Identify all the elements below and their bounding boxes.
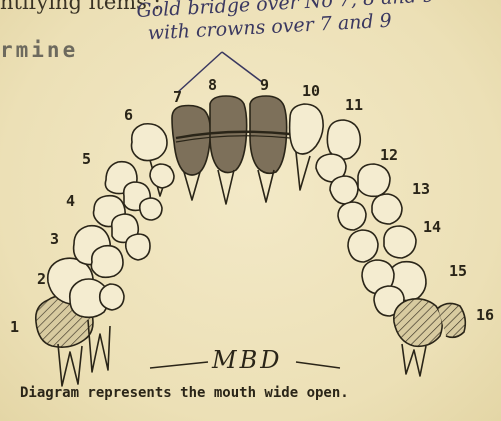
tooth-label-6: 6 xyxy=(124,106,133,124)
examiner-initials: MBD xyxy=(212,346,282,374)
tooth-10 xyxy=(290,104,324,154)
tooth-6 xyxy=(132,124,168,161)
tooth-label-1: 1 xyxy=(10,318,19,336)
tooth-16 xyxy=(394,299,442,346)
tooth-3b xyxy=(91,246,123,278)
tooth-label-9: 9 xyxy=(260,76,269,94)
tooth-label-14: 14 xyxy=(423,218,441,236)
diagram-caption: Diagram represents the mouth wide open. xyxy=(20,385,349,401)
tooth-label-2: 2 xyxy=(37,270,46,288)
tooth-13 xyxy=(372,194,402,224)
tooth-1-root xyxy=(58,344,82,386)
tooth-14 xyxy=(384,226,416,258)
tooth-11 xyxy=(327,120,360,159)
tooth-12 xyxy=(358,164,390,196)
tooth-label-13: 13 xyxy=(412,180,430,198)
tooth-8 xyxy=(210,96,247,173)
tooth-label-10: 10 xyxy=(302,82,320,100)
tooth-7 xyxy=(172,106,210,176)
tooth-label-11: 11 xyxy=(345,96,363,114)
annotation-pointer xyxy=(178,52,262,92)
tooth-label-4: 4 xyxy=(66,192,75,210)
tooth-label-7: 7 xyxy=(173,88,182,106)
tooth-label-3: 3 xyxy=(50,230,59,248)
tooth-9 xyxy=(250,96,287,173)
tooth-label-12: 12 xyxy=(380,146,398,164)
tooth-label-5: 5 xyxy=(82,150,91,168)
tooth-label-8: 8 xyxy=(208,76,217,94)
tooth-label-15: 15 xyxy=(449,262,467,280)
tooth-label-16: 16 xyxy=(476,306,494,324)
